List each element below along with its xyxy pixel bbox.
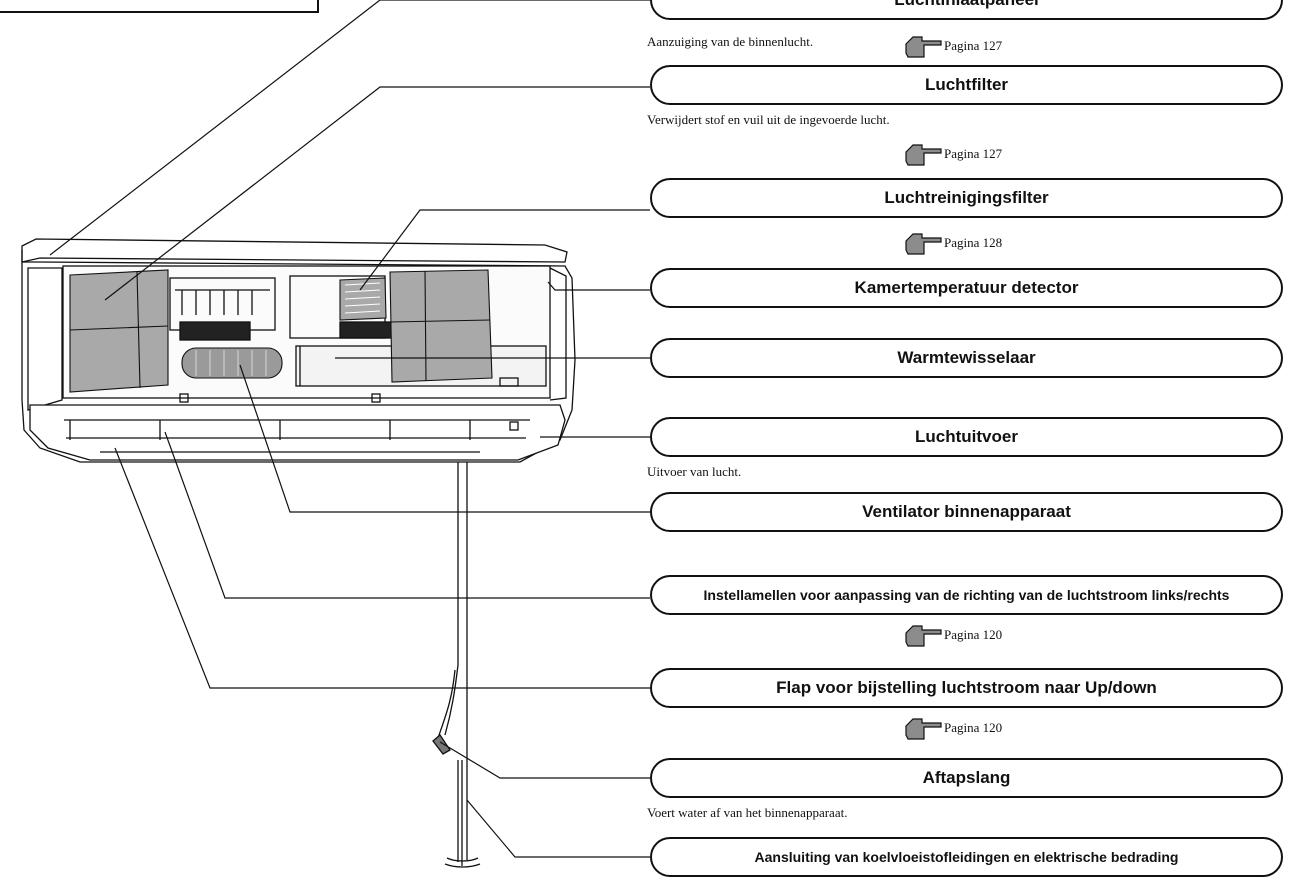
label-kamertemperatuur-detector: Kamertemperatuur detector [650,268,1283,308]
pointing-hand-icon [905,718,942,740]
pointing-hand-icon [905,144,942,166]
filter-hatching [344,282,381,314]
label-warmtewisselaar: Warmtewisselaar [650,338,1283,378]
reference-luchtreinigingsfilter: Pagina 128 [905,230,1002,256]
reference-text: Pagina 120 [944,720,1003,735]
reference-flap: Pagina 120 [905,715,1002,741]
reference-text: Pagina 120 [944,627,1003,642]
description-luchtinlaatpaneel: Aanzuiging van de binnenlucht. [647,34,814,49]
description-aftapslang: Voert water af van het binnenapparaat. [647,805,848,820]
description-luchtfilter: Verwijdert stof en vuil uit de ingevoerd… [647,112,890,127]
drain-hose [432,462,481,868]
label-luchtinlaatpaneel: Luchtinlaatpaneel [650,0,1283,20]
label-luchtfilter: Luchtfilter [650,65,1283,105]
filter-panels [69,269,493,393]
reference-text: Pagina 128 [944,235,1003,250]
label-instellamellen: Instellamellen voor aanpassing van de ri… [650,575,1283,615]
label-luchtuitvoer: Luchtuitvoer [650,417,1283,457]
reference-luchtfilter: Pagina 127 [905,141,1002,167]
reference-text: Pagina 127 [944,38,1003,53]
label-aansluiting: Aansluiting van koelvloeistofleidingen e… [650,837,1283,877]
pointing-hand-icon [905,36,942,58]
label-luchtreinigingsfilter: Luchtreinigingsfilter [650,178,1283,218]
indoor-unit-drawing [0,0,576,463]
label-ventilator-binnenapparaat: Ventilator binnenapparaat [650,492,1283,532]
pointing-hand-icon [905,625,942,647]
description-luchtuitvoer: Uitvoer van lucht. [647,464,742,479]
label-aftapslang: Aftapslang [650,758,1283,798]
reference-text: Pagina 127 [944,146,1003,161]
leader-lines [49,0,650,858]
reference-instellamellen: Pagina 120 [905,622,1002,648]
reference-luchtinlaatpaneel: Pagina 127 [905,33,1002,59]
fan-cylinder [181,347,283,379]
pointing-hand-icon [905,233,942,255]
label-flap: Flap voor bijstelling luchtstroom naar U… [650,668,1283,708]
